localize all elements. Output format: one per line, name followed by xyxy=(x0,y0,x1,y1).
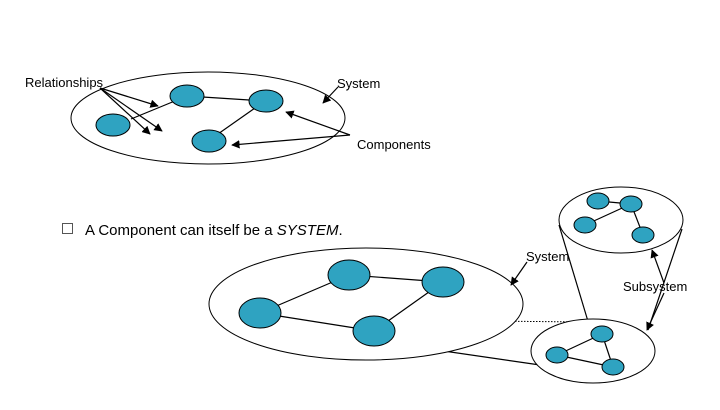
components-arrow xyxy=(285,110,351,136)
top-component-node xyxy=(248,89,284,113)
relationships-arrow xyxy=(99,87,159,108)
subsystem-small xyxy=(530,318,656,384)
top-component-node xyxy=(191,129,227,153)
subsystem-node xyxy=(545,346,569,364)
bottom-component-node xyxy=(421,266,465,298)
subsystem-node xyxy=(601,358,625,376)
subsystem-arrow xyxy=(650,249,665,284)
system-bottom-label: System xyxy=(526,249,570,264)
bottom-component-node xyxy=(238,297,282,329)
bottom-label-arrows xyxy=(510,249,665,331)
bullet-emphasis: SYSTEM xyxy=(276,222,339,239)
subsystem-node xyxy=(590,325,614,343)
subsystem-arrow xyxy=(646,292,665,331)
subsystem-node xyxy=(586,192,610,210)
relationships-label: Relationships xyxy=(25,75,104,90)
bottom-system-diagram xyxy=(208,247,524,361)
top-component-node xyxy=(95,113,131,137)
bullet-box-icon xyxy=(62,223,73,234)
subsystem-detail xyxy=(558,186,684,254)
subsystem-node xyxy=(631,226,655,244)
subsystem-node xyxy=(573,216,597,234)
system-top-label: System xyxy=(337,76,381,91)
components-label: Components xyxy=(357,137,431,152)
zoom-line xyxy=(558,224,591,329)
bullet-period: . xyxy=(338,222,343,239)
system-bottom-arrow xyxy=(510,261,528,286)
subsystem-node xyxy=(619,195,643,213)
system-arrow xyxy=(322,86,339,104)
bullet-point: A Component can itself be a SYSTEM. xyxy=(62,222,343,239)
subsystem-label: Subsystem xyxy=(623,279,688,294)
relationships-arrow xyxy=(99,87,163,132)
top-component-node xyxy=(169,84,205,108)
bottom-component-node xyxy=(327,259,371,291)
annotation-arrows xyxy=(99,86,351,149)
components-arrow xyxy=(231,134,351,149)
bullet-text: A Component can itself be a xyxy=(85,222,277,239)
relationships-arrow xyxy=(99,87,151,135)
bottom-component-node xyxy=(352,315,396,347)
zoom-line xyxy=(647,228,683,331)
